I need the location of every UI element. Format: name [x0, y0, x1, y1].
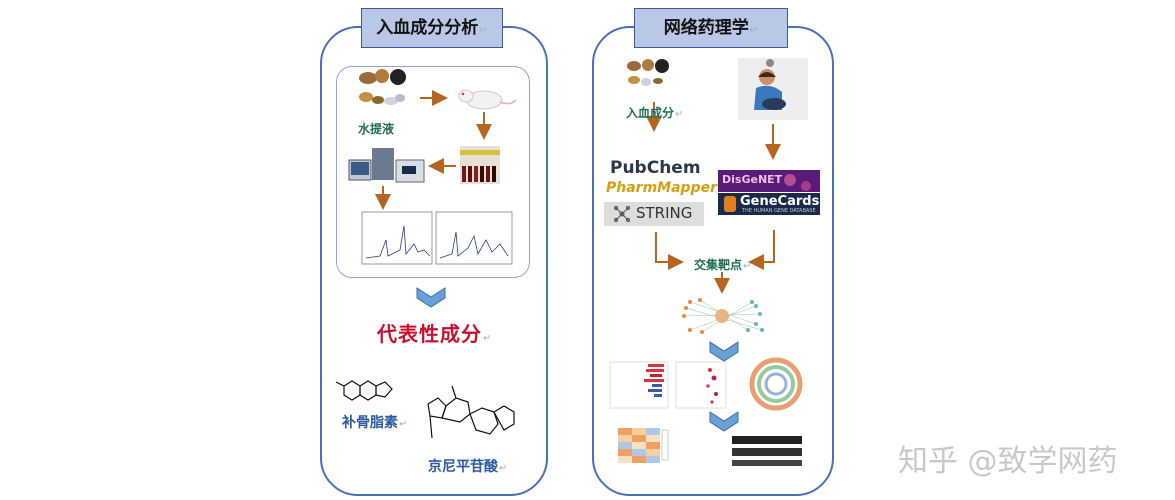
psoralen-structure: [335, 380, 393, 401]
geniposidic-acid-text: 京尼平苷酸: [428, 459, 498, 475]
blood-components-label: 入血成分↵: [626, 106, 684, 120]
chromatograms: [361, 211, 513, 265]
psoralen-label: 补骨脂素↵: [342, 415, 408, 431]
chevron-down-icon-right-2: [709, 411, 739, 432]
dot-plot: [675, 361, 727, 409]
watermark: 知乎 @致学网药: [898, 444, 1118, 479]
chevron-down-icon-right-1: [709, 341, 739, 362]
geniposidic-acid-label: 京尼平苷酸↵: [428, 459, 508, 475]
depressed-person-image: [738, 58, 808, 120]
blood-components-text: 入血成分: [626, 106, 675, 120]
enrichment-bar-chart: [609, 361, 669, 409]
geniposidic-acid-structure: [427, 385, 515, 439]
western-blot: [732, 436, 802, 466]
hplc-instrument-image: [348, 148, 425, 183]
genecards-subtitle: THE HUMAN GENE DATABASE: [742, 208, 816, 214]
psoralen-text: 补骨脂素: [342, 415, 398, 431]
network-graph: [682, 298, 764, 334]
genecards-logo: GeneCards: [740, 194, 820, 209]
disgenet-logo: DisGeNET: [722, 173, 783, 186]
pharmmapper-logo: PharmMapper: [606, 180, 717, 196]
herb-images-right: [627, 59, 669, 86]
test-tubes-image: [460, 146, 500, 184]
herb-images-left: [359, 69, 406, 105]
left-panel-title: 入血成分分析↵: [361, 8, 503, 48]
string-logo: STRING: [636, 204, 693, 222]
chevron-down-icon-left: [416, 287, 446, 308]
right-title-text: 网络药理学: [663, 18, 749, 38]
genecards-logo-icon: [724, 196, 736, 212]
right-databases-block: [718, 170, 820, 215]
intersection-targets-label: 交集靶点↵: [694, 258, 752, 272]
pubchem-logo: PubChem: [610, 158, 701, 178]
left-title-text: 入血成分分析: [376, 18, 479, 38]
heatmap: [618, 428, 669, 463]
string-icon: [613, 205, 631, 223]
circular-plot: [749, 357, 803, 411]
intersection-targets-text: 交集靶点: [694, 258, 743, 272]
right-arrows: [646, 102, 781, 294]
water-extract-label: 水提液: [358, 122, 395, 136]
right-panel-title: 网络药理学↵: [634, 8, 788, 48]
left-arrows: [375, 90, 492, 210]
left-databases-block: [604, 202, 704, 226]
representative-components-text: 代表性成分: [377, 322, 482, 346]
representative-components-label: 代表性成分↵: [377, 322, 493, 346]
rat-image: [458, 89, 517, 110]
